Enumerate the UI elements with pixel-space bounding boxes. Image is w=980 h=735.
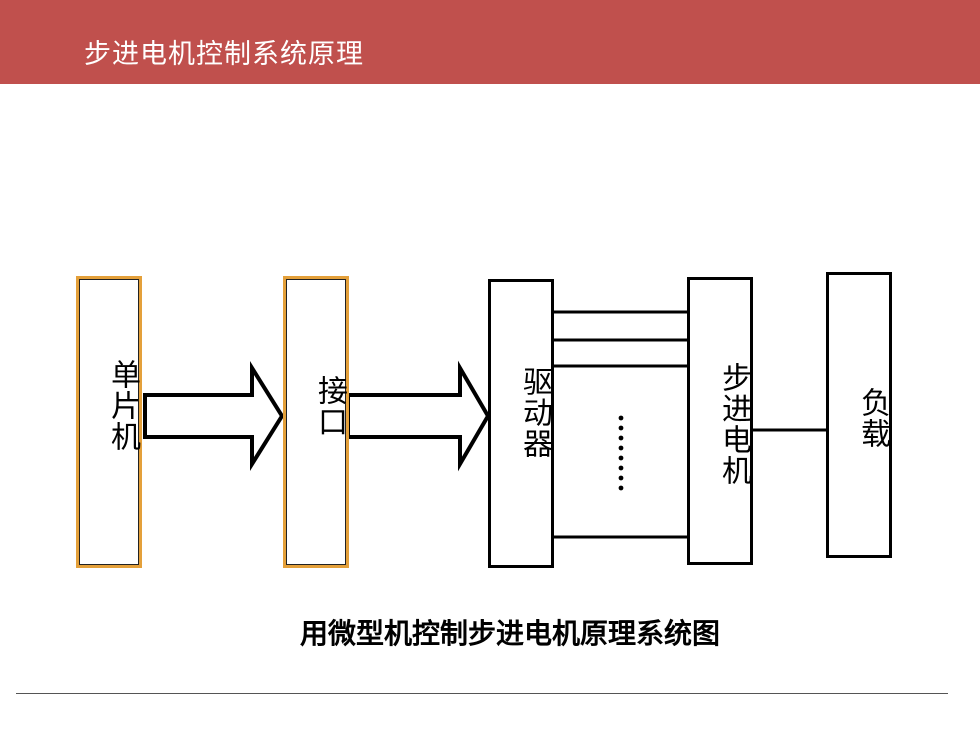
diagram-caption: 用微型机控制步进电机原理系统图 — [300, 617, 721, 650]
arrow-interface-to-driver — [346, 360, 491, 472]
load-label: 负载 — [855, 387, 890, 449]
driver-label: 驱动器 — [517, 366, 552, 459]
load-block: 负载 — [826, 272, 892, 558]
mcu-block: 单片机 — [76, 276, 142, 568]
interface-block: 接口 — [283, 276, 349, 568]
mcu-label: 单片机 — [105, 359, 140, 452]
driver-block: 驱动器 — [488, 279, 554, 568]
footer-divider — [16, 693, 948, 694]
motor-block: 步进电机 — [687, 277, 753, 565]
ellipsis-dots — [618, 415, 624, 491]
arrow-mcu-to-interface — [143, 361, 285, 471]
interface-label: 接口 — [312, 375, 347, 437]
slide-title: 步进电机控制系统原理 — [84, 39, 364, 70]
title-bar: 步进电机控制系统原理 — [0, 0, 980, 84]
motor-label: 步进电机 — [716, 362, 751, 486]
